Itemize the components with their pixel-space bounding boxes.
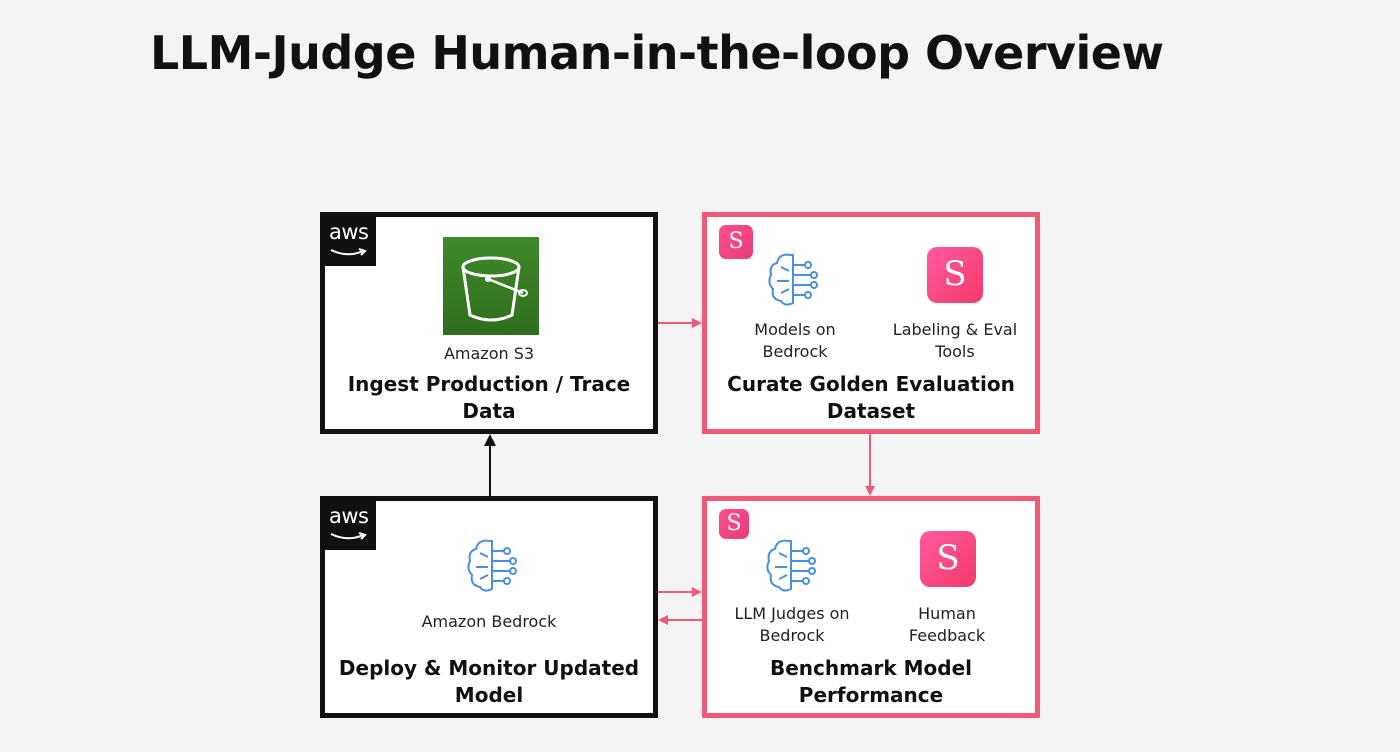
tool-label: Human Feedback [908, 604, 986, 645]
snorkel-badge-icon: S [719, 509, 749, 539]
bedrock-brain-icon [766, 539, 816, 592]
page-title: LLM-Judge Human-in-the-loop Overview [150, 26, 1164, 80]
amazon-s3-bucket-icon [443, 237, 539, 335]
node-ingest: aws Amazon S3 Ingest Production / Trace … [320, 212, 658, 434]
bedrock-brain-icon [467, 539, 517, 592]
node-benchmark: S LLM Judges on Bedrock S Human Feedback… [702, 496, 1040, 718]
node-curate: S Models on Bedrock S Labeling & Eval To… [702, 212, 1040, 434]
aws-smile-icon [330, 532, 367, 540]
tool-label: Labeling & Eval Tools [892, 320, 1018, 361]
stage-label: Deploy & Monitor Updated Model [338, 656, 640, 707]
aws-logo: aws [324, 500, 376, 550]
service-label: Amazon S3 [443, 344, 535, 363]
tool-label: LLM Judges on Bedrock [734, 604, 850, 645]
aws-logo: aws [324, 216, 376, 266]
aws-logo-text: aws [329, 220, 369, 244]
snorkel-s-icon: S [920, 531, 976, 587]
stage-label: Ingest Production / Trace Data [347, 372, 631, 423]
bedrock-brain-icon [768, 253, 818, 306]
node-deploy: aws Amazon Bedrock Deploy & Monitor Upda… [320, 496, 658, 718]
tool-label: Models on Bedrock [754, 320, 836, 361]
service-label: Amazon Bedrock [421, 612, 557, 631]
stage-label: Benchmark Model Performance [770, 656, 972, 707]
aws-logo-text: aws [329, 504, 369, 528]
aws-smile-icon [330, 248, 367, 256]
snorkel-badge-icon: S [719, 225, 753, 259]
stage-label: Curate Golden Evaluation Dataset [727, 372, 1015, 423]
snorkel-s-icon: S [927, 247, 983, 303]
